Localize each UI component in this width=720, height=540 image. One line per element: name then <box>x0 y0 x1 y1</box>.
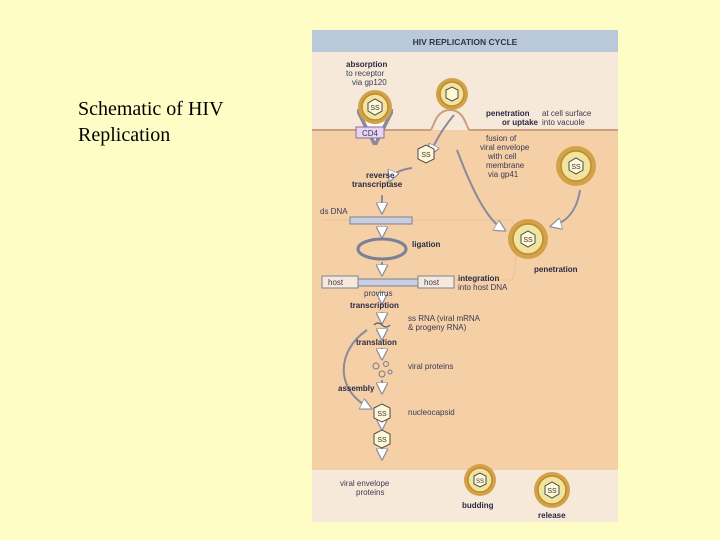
slide-caption: Schematic of HIV Replication <box>78 96 224 148</box>
label-translation: translation <box>356 338 397 347</box>
uncoated-capsid: SS <box>418 145 434 163</box>
svg-text:SS: SS <box>476 479 484 485</box>
label-integration-2: into host DNA <box>458 283 508 292</box>
label-envelope-2: proteins <box>356 488 384 497</box>
label-fusion-5: via gp41 <box>488 170 519 179</box>
label-ssrna-2: & progeny RNA) <box>408 323 467 332</box>
hiv-replication-figure: HIV REPLICATION CYCLE SS <box>312 30 618 522</box>
label-transcription: transcription <box>350 301 399 310</box>
label-reverse: reverse <box>366 171 395 180</box>
label-absorption-3: via gp120 <box>352 78 387 87</box>
svg-text:SS: SS <box>523 237 533 244</box>
label-uptake-2: into vacuole <box>542 118 585 127</box>
virion-penetration <box>436 78 468 110</box>
label-assembly: assembly <box>338 384 375 393</box>
label-provirus: provirus <box>364 289 392 298</box>
virion-penetration-vacuole: SS <box>508 219 548 259</box>
label-budding: budding <box>462 501 494 510</box>
svg-text:SS: SS <box>377 411 387 418</box>
label-ds-dna: ds DNA <box>320 207 348 216</box>
svg-text:SS: SS <box>370 105 380 112</box>
label-fusion-3: with cell <box>487 152 517 161</box>
caption-line-1: Schematic of HIV <box>78 96 224 122</box>
label-ligation: ligation <box>412 240 441 249</box>
label-uptake: or uptake <box>502 118 539 127</box>
svg-text:SS: SS <box>377 437 387 444</box>
virion-absorption: SS <box>358 90 392 124</box>
virion-budding: SS <box>464 464 496 496</box>
label-host-left: host <box>328 278 344 287</box>
label-absorption-2: to receptor <box>346 69 385 78</box>
label-fusion-4: membrane <box>486 161 525 170</box>
label-nucleocapsid: nucleocapsid <box>408 408 455 417</box>
svg-text:SS: SS <box>571 164 581 171</box>
assembly-capsid: SS <box>374 404 390 422</box>
svg-text:SS: SS <box>421 152 431 159</box>
label-viral-proteins: viral proteins <box>408 362 453 371</box>
label-release: release <box>538 511 566 520</box>
label-fusion-2: viral envelope <box>480 143 530 152</box>
label-penetration-low: penetration <box>534 265 578 274</box>
label-host-right: host <box>424 278 440 287</box>
label-penetration-surface-2: at cell surface <box>542 109 592 118</box>
label-penetration-surface: penetration <box>486 109 530 118</box>
label-transcriptase: transcriptase <box>352 180 403 189</box>
ds-dna-bar <box>350 217 412 224</box>
figure-title: HIV REPLICATION CYCLE <box>413 37 518 47</box>
virion-release: SS <box>534 472 570 508</box>
label-fusion-1: fusion of <box>486 134 517 143</box>
label-absorption: absorption <box>346 60 387 69</box>
label-cd4: CD4 <box>362 129 379 138</box>
label-ssrna-1: ss RNA (viral mRNA <box>408 314 481 323</box>
label-integration: integration <box>458 274 499 283</box>
nucleocapsid-capsid: SS <box>374 430 390 448</box>
caption-line-2: Replication <box>78 122 224 148</box>
svg-text:SS: SS <box>547 488 557 495</box>
label-envelope-1: viral envelope <box>340 479 390 488</box>
virion-vacuole: SS <box>556 146 596 186</box>
